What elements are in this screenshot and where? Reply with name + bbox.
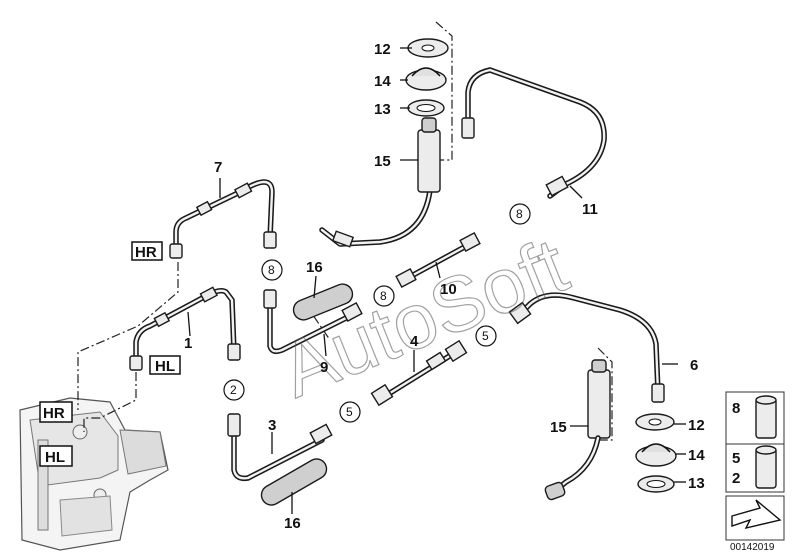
- grommet-stack-upper: [405, 38, 449, 117]
- legend-bottom-label-b: 2: [732, 470, 740, 487]
- hose-15-lower: [544, 359, 611, 501]
- pipe-7-fitting: [169, 243, 183, 259]
- circled-number-8: 8: [268, 263, 275, 277]
- pipe-3: [227, 413, 333, 482]
- circled-number-5: 5: [482, 329, 489, 343]
- part-number-12: 12: [374, 41, 391, 58]
- circled-number-8: 8: [380, 289, 387, 303]
- circled-numbers: 8 8 8 5 2 5: [223, 203, 531, 423]
- part-number-1: 1: [184, 335, 192, 352]
- circled-number-2: 2: [230, 383, 237, 397]
- hose-16-lower: [260, 458, 328, 506]
- part-number-11: 11: [582, 201, 598, 218]
- part-number-16: 16: [306, 259, 323, 276]
- circled-number-8: 8: [516, 207, 523, 221]
- part-number-10: 10: [440, 281, 457, 298]
- part-number-15: 15: [550, 419, 567, 436]
- pipe-10: [395, 231, 481, 289]
- arrow-icon: [731, 499, 782, 530]
- diagram-code-box: 00142019: [725, 495, 785, 553]
- label-hr: HR: [135, 244, 157, 261]
- part-number-14: 14: [688, 447, 705, 464]
- part-number-13: 13: [374, 101, 391, 118]
- hose-15-upper: [319, 117, 441, 248]
- legend-bottom-label-a: 5: [732, 450, 740, 467]
- part-numbers: 12 14 13 15 7 11 16 10 1 9 4 6 3 16 15 1…: [184, 41, 705, 532]
- part-number-6: 6: [690, 357, 698, 374]
- hose-16-upper: [292, 283, 354, 321]
- pipe-7: [169, 179, 277, 259]
- part-number-16: 16: [284, 515, 301, 532]
- label-hr: HR: [43, 405, 65, 422]
- pipe-6: [508, 292, 665, 403]
- legend-box-top: 8: [725, 391, 785, 445]
- pipe-9: [263, 289, 363, 355]
- boxed-labels: HR HL HR HL: [39, 241, 181, 467]
- part-number-3: 3: [268, 417, 276, 434]
- abs-hydraulic-unit: [19, 397, 169, 551]
- label-hl: HL: [155, 358, 175, 375]
- grommet-stack-lower: [635, 413, 677, 493]
- pipe-11: [461, 67, 607, 199]
- diagram-code: 00142019: [730, 542, 775, 553]
- part-number-14: 14: [374, 73, 391, 90]
- watermark: AutoSoft: [269, 220, 580, 414]
- part-number-15: 15: [374, 153, 391, 170]
- part-number-12: 12: [688, 417, 705, 434]
- part-number-13: 13: [688, 475, 705, 492]
- part-number-4: 4: [410, 333, 419, 350]
- legend-box-bottom: 5 2: [725, 443, 785, 493]
- pipe-4: [370, 339, 468, 407]
- legend-top-label: 8: [732, 400, 740, 417]
- pipe-1: [129, 286, 241, 371]
- label-hl: HL: [45, 449, 65, 466]
- part-number-7: 7: [214, 159, 222, 176]
- part-number-9: 9: [320, 359, 328, 376]
- leader-lines: [187, 47, 686, 514]
- circled-number-5: 5: [346, 405, 353, 419]
- pipe-7-fitting: [263, 231, 277, 249]
